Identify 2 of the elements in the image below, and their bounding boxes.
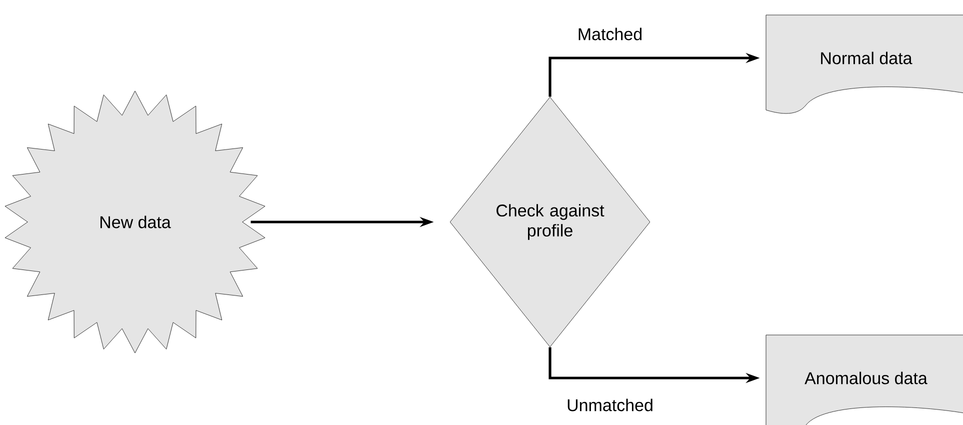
edge-label: Matched bbox=[576, 26, 644, 42]
edge-label: Unmatched bbox=[566, 398, 654, 412]
